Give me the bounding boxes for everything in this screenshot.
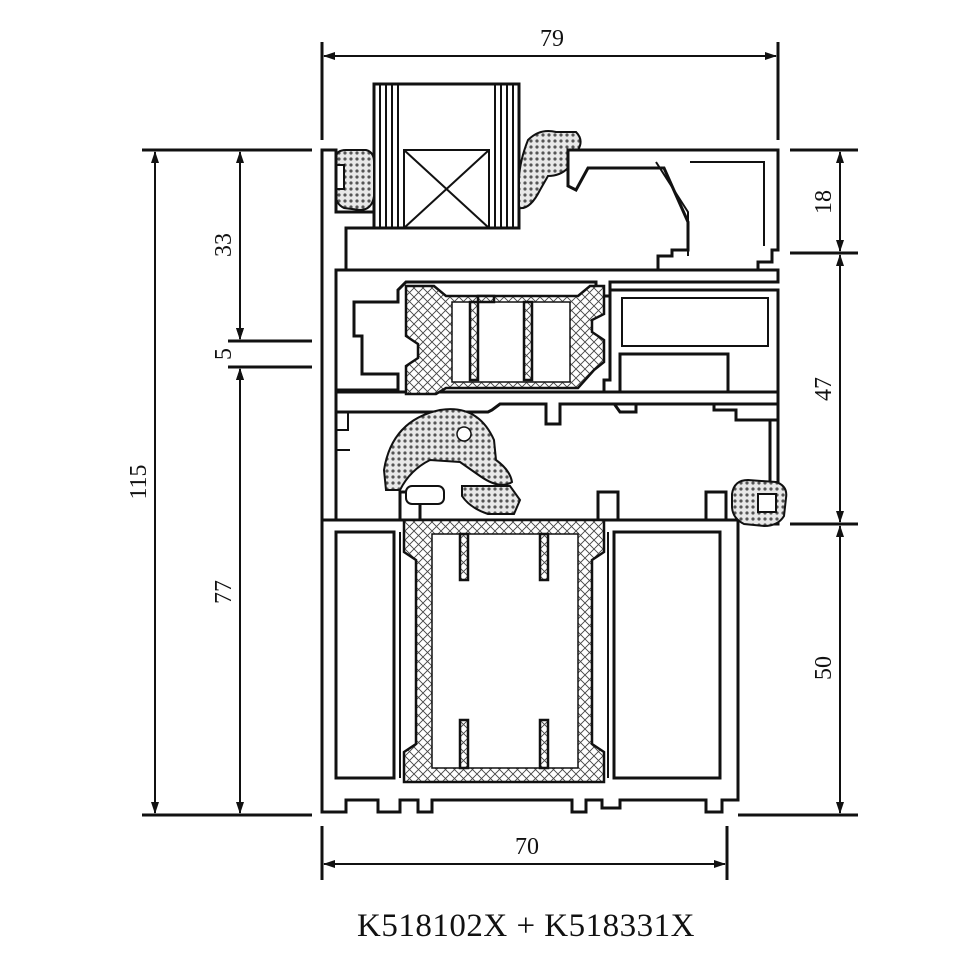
thermal-break-upper	[404, 284, 606, 396]
dim-left-gap: 5	[211, 348, 237, 360]
glazing-unit	[372, 82, 521, 230]
right-gasket-slot	[757, 493, 777, 513]
dimension-lines: 79 70 115 33 5 77 18 47	[126, 26, 858, 880]
center-seal-gasket	[382, 408, 514, 491]
center-seal-hole	[456, 426, 472, 442]
dim-right-top: 18	[811, 190, 837, 214]
dim-top-width: 79	[540, 26, 564, 52]
dim-left-lower: 77	[211, 580, 237, 604]
dim-right-middle: 47	[811, 377, 837, 401]
inner-glazing-gasket	[518, 130, 582, 210]
dim-left-upper: 33	[211, 233, 237, 257]
thermal-break-lower	[402, 518, 606, 784]
lower-gasket-slot	[405, 485, 445, 505]
drawing-title: K518102X + K518331X	[357, 908, 695, 944]
dim-right-bottom: 50	[811, 656, 837, 680]
lower-glazing-gasket	[461, 485, 522, 515]
dim-left-overall: 115	[126, 464, 152, 499]
outer-glazing-gasket	[335, 149, 375, 212]
dim-bottom-width: 70	[515, 834, 539, 860]
